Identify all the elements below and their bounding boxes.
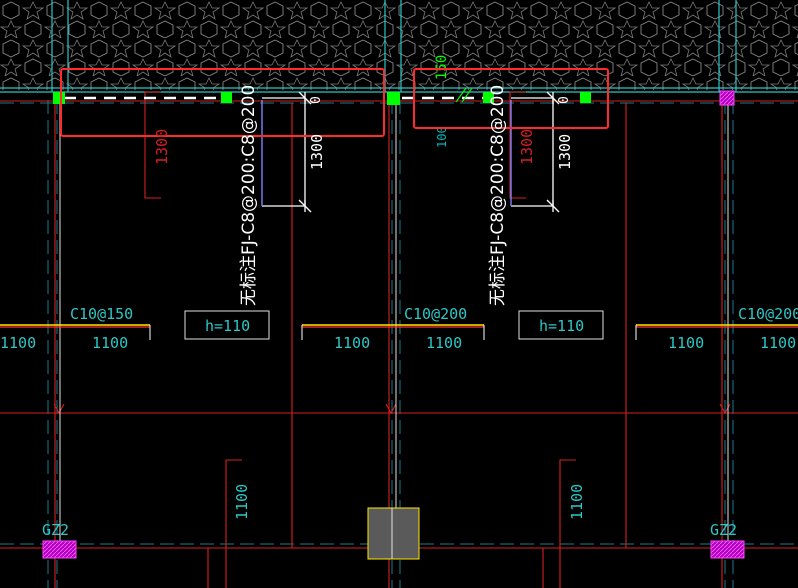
rebar-zero-left: 0 [309,96,324,104]
span-label: 1100 [426,334,462,352]
dim-1300-red-left: 1300 [153,129,171,165]
slab-thickness-right: h=110 [539,317,584,335]
rebar-label-mid: C10@200 [404,305,467,323]
rebar-length-left: 1300 [308,134,326,170]
column-label-left: GZ2 [42,521,69,539]
negative-rebar-left [262,91,312,213]
slab-thickness-box-left [184,310,270,340]
rebar-label-left: C10@150 [70,305,133,323]
rebar-label-right: C10@200 [738,305,798,323]
bottom-bars [0,324,798,340]
green-dim [455,87,473,103]
rebar-note-left: 无标注FJ-C8@200:C8@200 [239,85,259,306]
span-label: 1100 [760,334,796,352]
column-gz2-right [710,540,745,559]
column-gray-center [367,507,420,560]
negative-rebar-right [511,91,560,213]
rebar-note-right: 无标注FJ-C8@200:C8@200 [488,85,508,306]
highlight-boxes [60,68,609,137]
column-gz2-left [42,540,77,559]
span-label: 1100 [92,334,128,352]
dim-1100-lower-right: 1100 [568,484,586,520]
dim-150-label: 150 [434,55,450,80]
hatch-region [0,0,798,90]
dim-100-label: 100 [435,126,449,148]
span-label: 1100 [0,334,36,352]
column-label-right: GZ2 [710,521,737,539]
beam-lines [0,91,798,588]
column-marker-top-right [719,90,735,106]
dim-1100-lower-left: 1100 [233,484,251,520]
rebar-zero-right: 0 [557,96,572,104]
wall-lines [0,0,798,93]
span-labels: 1100 1100 1100 1100 1100 1100 [0,334,796,352]
slab-thickness-box-right [518,310,604,340]
wall-white-lines [59,100,729,548]
span-label: 1100 [668,334,704,352]
span-label: 1100 [334,334,370,352]
dim-1300-red-right: 1300 [518,129,536,165]
slab-thickness-left: h=110 [205,317,250,335]
rebar-length-right: 1300 [556,134,574,170]
axis-lines [0,100,798,588]
